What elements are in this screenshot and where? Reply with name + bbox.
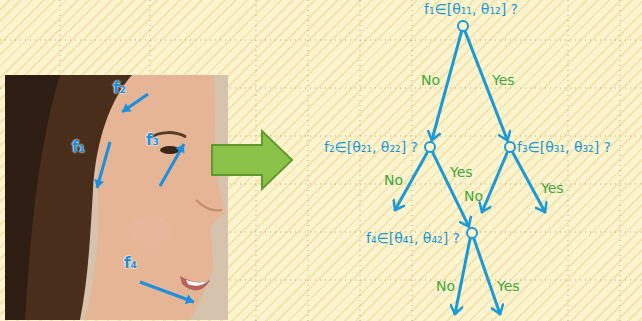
- node-circle: [457, 20, 469, 32]
- transform-arrow: [212, 131, 292, 189]
- branch-label: Yes: [541, 180, 564, 196]
- feature-label: f₃: [146, 132, 159, 148]
- node-question: f₄∈[θ₄₁, θ₄₂] ?: [366, 229, 460, 247]
- node-question: f₃∈[θ₃₁, θ₃₂] ?: [517, 138, 611, 156]
- node-circle: [424, 141, 436, 153]
- feature-arrows: [97, 94, 194, 302]
- decision-node: f₄∈[θ₄₁, θ₄₂] ?: [466, 227, 478, 239]
- decision-node: f₂∈[θ₂₁, θ₂₂] ?: [424, 141, 436, 153]
- node-question: f₁∈[θ₁₁, θ₁₂] ?: [424, 0, 518, 18]
- face-photo: [5, 75, 228, 320]
- feature-label: f₁: [72, 139, 85, 155]
- feature-label: f₂: [113, 80, 126, 96]
- node-question: f₂∈[θ₂₁, θ₂₂] ?: [324, 138, 418, 156]
- branch-label: No: [421, 72, 440, 88]
- branch-label: Yes: [492, 72, 515, 88]
- branch-label: No: [436, 278, 455, 294]
- branch-label: No: [384, 172, 403, 188]
- node-circle: [466, 227, 478, 239]
- branch-label: No: [464, 188, 483, 204]
- feature-label: f₄: [124, 255, 137, 271]
- branch-label: Yes: [450, 164, 473, 180]
- decision-node: f₃∈[θ₃₁, θ₃₂] ?: [504, 141, 516, 153]
- decision-node: f₁∈[θ₁₁, θ₁₂] ?: [457, 20, 469, 32]
- branch-connector: [433, 152, 469, 226]
- branch-label: Yes: [497, 278, 520, 294]
- node-circle: [504, 141, 516, 153]
